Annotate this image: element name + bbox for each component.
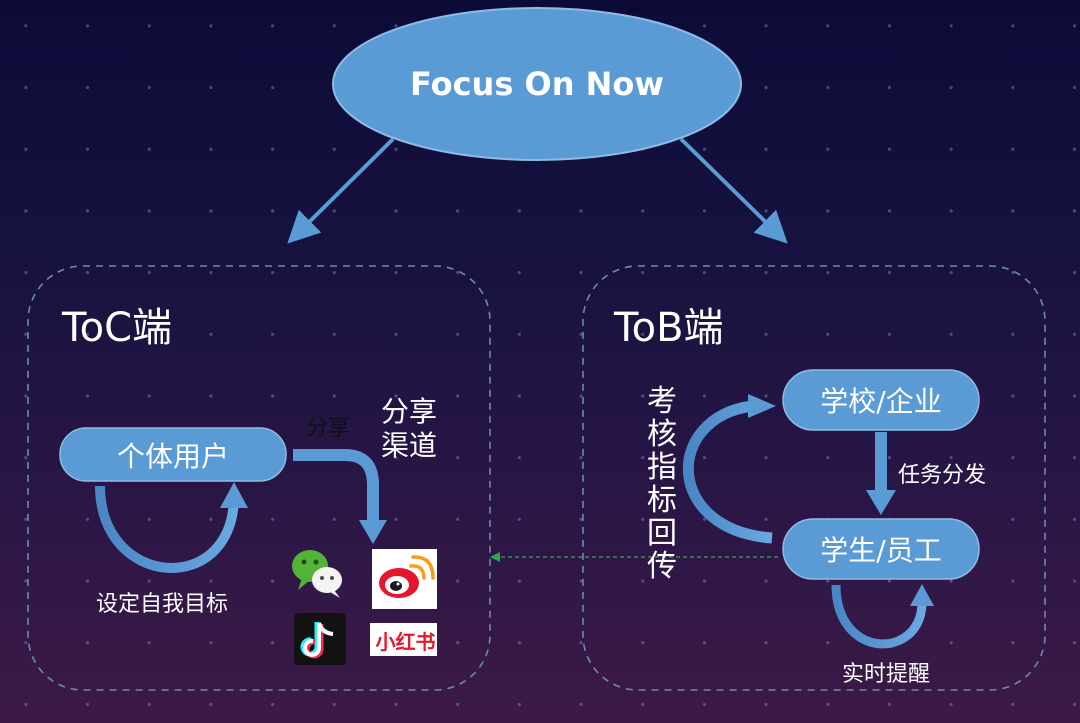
arrow-to-tob	[679, 137, 788, 244]
tob-return-char: 标	[647, 483, 677, 518]
xiaohongshu-icon	[370, 623, 437, 656]
toc-channel-label-line2: 渠道	[381, 429, 438, 462]
toc-heading: ToC端	[62, 305, 173, 351]
tob-dispatch-label: 任务分发	[898, 463, 987, 488]
toc-channel-label-line1: 分享	[381, 395, 438, 428]
title-ellipse	[332, 7, 742, 161]
toc-node-label: 个体用户	[116, 439, 229, 473]
tob-top-node-label: 学校/企业	[820, 385, 942, 418]
douyin-icon	[294, 613, 346, 665]
toc-node-pill	[59, 427, 287, 482]
tob-group-box	[582, 265, 1046, 691]
toc-share-arrow	[293, 449, 379, 522]
toc-self-loop-arrow	[95, 485, 239, 573]
toc-share-arrowhead	[359, 520, 387, 544]
tob-dispatch-arrowhead	[866, 490, 896, 515]
tob-bottom-node-label: 学生/员工	[820, 534, 942, 567]
toc-self-loop-arrowhead	[220, 482, 248, 508]
tob-reminder-label: 实时提醒	[842, 662, 931, 687]
xiaohongshu-logo-text: 小红书	[375, 630, 436, 654]
toc-loop-label: 设定自我目标	[96, 592, 229, 617]
arrow-to-toc	[287, 137, 395, 244]
tob-reminder-loop-arrowhead	[910, 584, 934, 606]
wechat-icon	[292, 550, 342, 598]
tob-return-char: 回	[647, 516, 677, 551]
tob-return-char: 指	[647, 450, 677, 485]
tob-top-node-pill	[782, 369, 980, 431]
tob-return-label: 考 核 指 标 回 传	[642, 385, 682, 583]
tob-bottom-node-pill	[782, 518, 980, 580]
toc-share-label: 分享	[306, 416, 351, 441]
weibo-icon	[372, 549, 437, 609]
toc-group-box	[27, 265, 491, 691]
tob-to-toc-link-arrowhead	[490, 552, 500, 562]
tob-return-char: 核	[647, 417, 677, 452]
tob-reminder-loop-arrow	[831, 584, 927, 649]
tob-return-loop-arrow	[683, 400, 773, 544]
tob-heading: ToB端	[614, 305, 724, 351]
tob-return-char: 考	[647, 384, 677, 419]
tob-return-char: 传	[647, 549, 677, 584]
tob-return-loop-arrowhead	[748, 394, 776, 418]
diagram-title: Focus On Now	[410, 65, 664, 103]
